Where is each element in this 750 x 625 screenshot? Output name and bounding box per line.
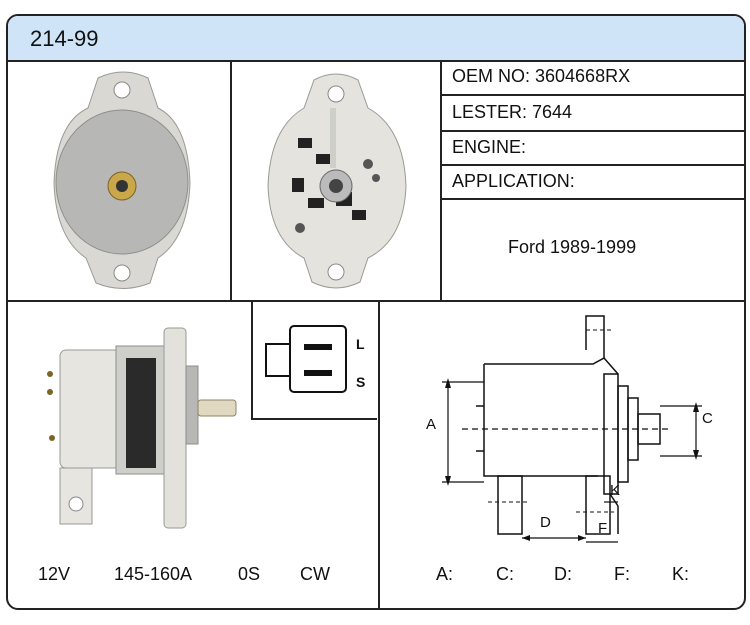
dim-d-value: D: bbox=[554, 564, 572, 584]
divider bbox=[8, 300, 744, 302]
alternator-rear-photo bbox=[267, 73, 407, 289]
divider bbox=[440, 94, 744, 96]
connector-label-l: L bbox=[356, 336, 365, 352]
amperage: 145-160A bbox=[114, 564, 193, 584]
dim-a-label: A bbox=[426, 416, 437, 433]
dim-k-value: K: bbox=[672, 564, 690, 584]
oem-number: OEM NO: 3604668RX bbox=[452, 66, 631, 86]
alternator-front-photo bbox=[53, 71, 191, 289]
dimension-diagram bbox=[442, 315, 702, 543]
connector-plug-icon bbox=[265, 325, 347, 393]
rotation: CW bbox=[300, 564, 330, 584]
dim-c-label: C bbox=[702, 410, 713, 427]
dim-a-value: A: bbox=[436, 564, 454, 584]
connector-label-s: S bbox=[356, 374, 366, 390]
header-bar: 214-99 bbox=[8, 16, 744, 62]
product-card: 214-99 OEM NO: 3604668RX LESTER: 7644 EN… bbox=[6, 14, 746, 610]
divider bbox=[440, 60, 442, 300]
dim-f-value: F: bbox=[614, 564, 630, 584]
divider bbox=[378, 300, 380, 608]
voltage: 12V bbox=[38, 564, 71, 584]
dim-f-label: F bbox=[598, 520, 608, 537]
clock-position: 0S bbox=[238, 564, 261, 584]
dim-c-value: C: bbox=[496, 564, 514, 584]
divider bbox=[230, 60, 232, 300]
divider bbox=[440, 164, 744, 166]
alternator-side-photo bbox=[47, 327, 237, 529]
part-number-title: 214-99 bbox=[30, 26, 99, 51]
application-label: APPLICATION: bbox=[452, 171, 575, 191]
connector-box bbox=[251, 300, 377, 420]
application-value: Ford 1989-1999 bbox=[508, 237, 637, 257]
dim-k-label: K bbox=[610, 482, 621, 499]
lester-number: LESTER: 7644 bbox=[452, 102, 573, 122]
divider bbox=[440, 198, 744, 200]
dim-d-label: D bbox=[540, 514, 551, 531]
divider bbox=[440, 130, 744, 132]
engine-label: ENGINE: bbox=[452, 137, 527, 157]
